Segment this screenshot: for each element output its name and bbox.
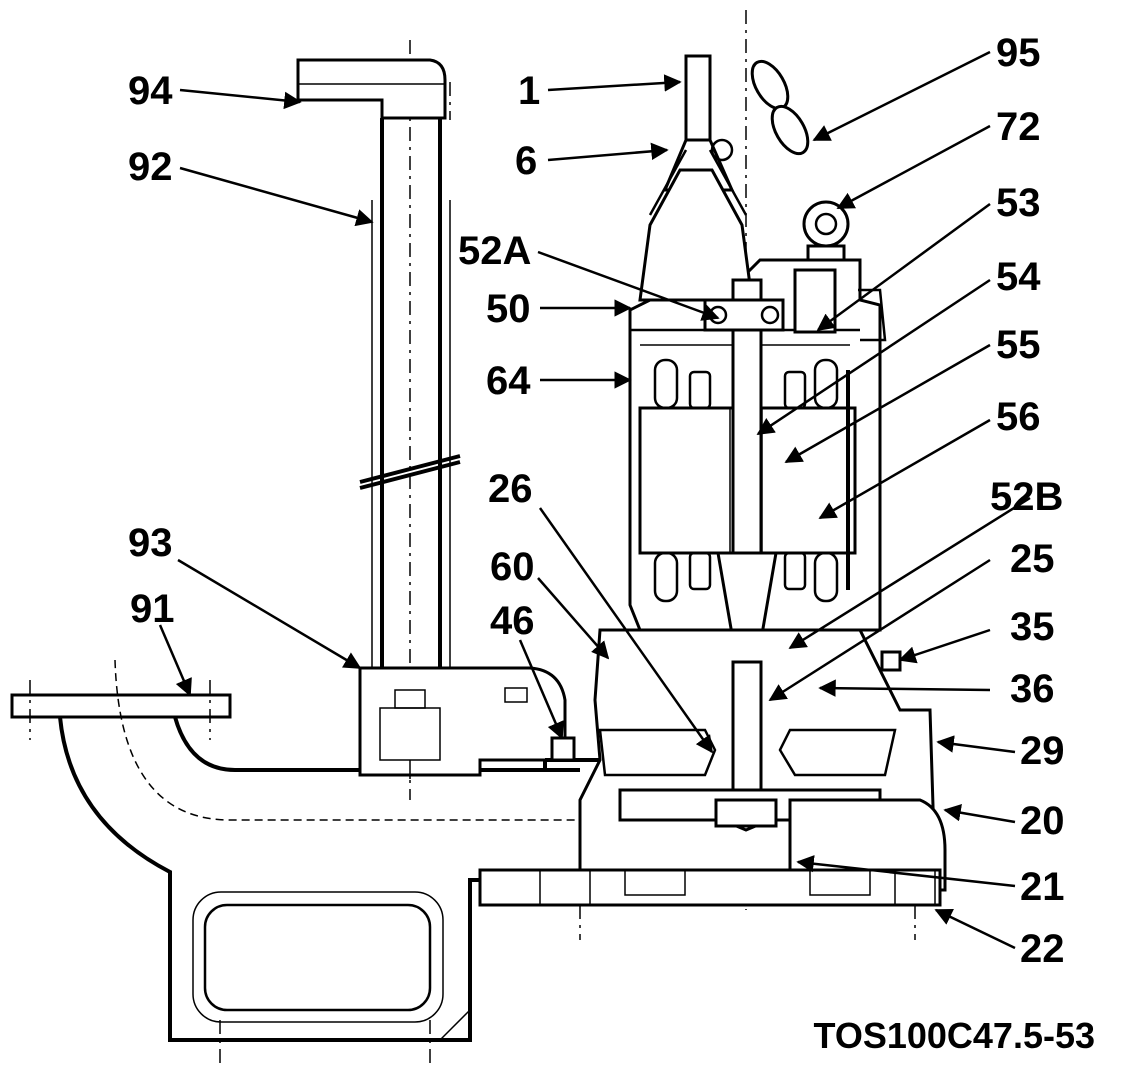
part-label: 25 bbox=[1010, 537, 1055, 581]
part-label: 6 bbox=[515, 139, 537, 183]
eye-bolt bbox=[802, 200, 850, 264]
part-label: 93 bbox=[128, 521, 173, 565]
part-label: 26 bbox=[488, 467, 533, 511]
guide-pipe-assembly bbox=[296, 40, 461, 780]
part-label: 55 bbox=[996, 323, 1041, 367]
part-label: 50 bbox=[486, 287, 531, 331]
part-label: 21 bbox=[1020, 865, 1065, 909]
part-label: 56 bbox=[996, 395, 1041, 439]
part-label: 64 bbox=[486, 359, 531, 403]
part-label: 20 bbox=[1020, 799, 1065, 843]
part-label: 54 bbox=[996, 255, 1041, 299]
part-label: 92 bbox=[128, 145, 173, 189]
part-label: 94 bbox=[128, 69, 173, 113]
part-labels: 1 6 94 92 95 72 53 52A 50 54 64 55 56 26… bbox=[128, 31, 1065, 971]
part-label: 36 bbox=[1010, 667, 1055, 711]
part-label: 1 bbox=[518, 69, 540, 113]
drawing-code: TOS100C47.5-53 bbox=[813, 1015, 1095, 1056]
part-label: 72 bbox=[996, 105, 1041, 149]
motor-housing bbox=[628, 168, 887, 664]
guide-bracket bbox=[358, 666, 567, 800]
part-label: 52A bbox=[458, 229, 531, 273]
part-label: 95 bbox=[996, 31, 1041, 75]
discharge-elbow bbox=[10, 659, 600, 1066]
part-label: 91 bbox=[130, 587, 175, 631]
part-label: 46 bbox=[490, 599, 535, 643]
leader-lines bbox=[158, 50, 1031, 950]
part-label: 52B bbox=[990, 475, 1063, 519]
part-label: 35 bbox=[1010, 605, 1055, 649]
part-label: 22 bbox=[1020, 927, 1065, 971]
part-label: 53 bbox=[996, 181, 1041, 225]
pump-casing bbox=[478, 628, 947, 940]
chain bbox=[750, 59, 810, 156]
part-label: 29 bbox=[1020, 729, 1065, 773]
part-label: 60 bbox=[490, 545, 535, 589]
